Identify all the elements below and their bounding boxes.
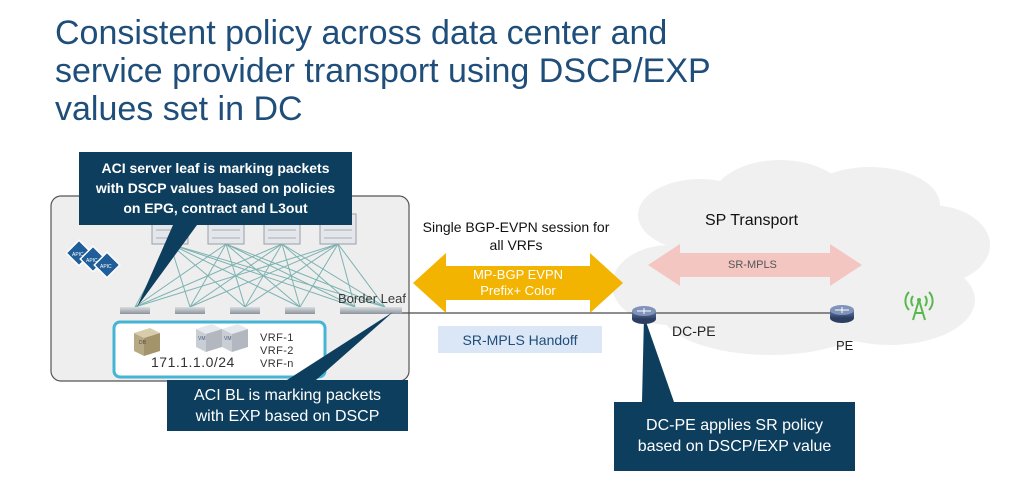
vrf-item: VRF-n [260,358,294,370]
server-leaf-callout-line: ACI server leaf is marking packets [101,160,330,176]
server-leaf-pointer [137,225,197,307]
mp-bgp-label: MP-BGP EVPN Prefix+ Color [446,267,590,299]
sr-mpls-handoff-box [438,326,602,353]
page-title: Consistent policy across data center and… [55,14,955,128]
server-leaf-callout-line: with DSCP values based on policies [95,180,336,196]
title-line-1: Consistent policy across data center and [55,14,668,52]
dc-pe-callout-line: based on DSCP/EXP value [637,438,832,455]
bgp-session-line: all VRFs [489,237,543,253]
vm-icon: VM [222,324,248,352]
vrf-list: VRF-1 VRF-2 VRF-n [260,332,294,371]
vrf-item: VRF-1 [260,332,294,344]
dc-pe-label: DC-PE [672,323,716,339]
server-leaf-callout: ACI server leaf is marking packets with … [79,152,352,225]
leaf-switches [120,307,402,314]
vrf-box [112,320,327,379]
dc-pe-pointer [642,316,674,402]
vm-tag: VM [198,336,206,342]
vm-icon: VM [196,324,222,352]
dc-pe-callout-line: DC-PE applies SR policy [646,417,823,434]
title-line-3: values set in DC [55,90,303,128]
sp-transport-label: SP Transport [705,212,799,229]
bgp-session-line: Single BGP-EVPN session for [422,219,610,235]
border-leaf-label: Border Leaf [338,291,406,306]
apic-cluster-icon: APIC APIC APIC [65,239,121,279]
mp-bgp-arrow [413,253,623,313]
border-leaf-pointer [287,312,393,380]
border-leaf-callout-line: with EXP based on DSCP [195,408,380,425]
dc-pe-router-icon [632,306,656,324]
wireless-antenna-icon [904,291,934,321]
sr-mpls-handoff-label: SR-MPLS Handoff [462,332,578,348]
apic-tag: APIC [86,258,98,264]
mp-bgp-line: MP-BGP EVPN [472,267,564,282]
dc-pe-callout: DC-PE applies SR policy based on DSCP/EX… [614,402,855,471]
apic-tag: APIC [100,264,112,270]
sr-mpls-label: SR-MPLS [728,259,777,271]
pe-label: PE [836,338,854,353]
vrf-item: VRF-2 [260,345,294,357]
subnet-label: 171.1.1.0/24 [151,354,235,370]
border-leaf-callout-line: ACI BL is marking packets [193,387,382,404]
border-leaf-callout: ACI BL is marking packets with EXP based… [167,380,408,431]
vm-tag: VM [224,336,232,342]
sr-mpls-arrow [648,244,862,286]
title-line-2: service provider transport using DSCP/EX… [55,52,711,90]
sp-transport-cloud [612,160,990,355]
database-object-icon: DB [134,328,160,356]
server-leaf-callout-line: on EPG, contract and L3out [123,200,308,216]
db-tag: DB [139,340,147,346]
apic-tag: APIC [72,252,84,258]
mp-bgp-line: Prefix+ Color [480,283,556,298]
bgp-session-label: Single BGP-EVPN session for all VRFs [410,218,622,254]
pe-router-icon [830,305,854,323]
